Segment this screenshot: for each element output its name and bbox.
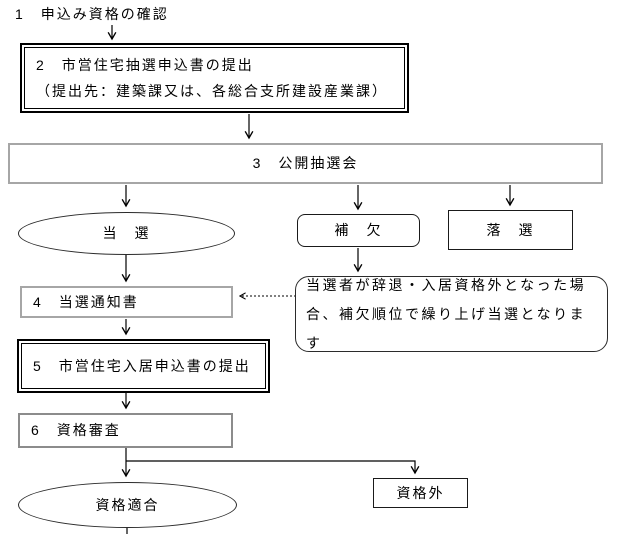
step3-label: 3 公開抽選会 — [252, 155, 359, 172]
result-unqualified-box: 資格外 — [373, 478, 468, 508]
step2-box: 2 市営住宅抽選申込書の提出 （提出先：建築課又は、各総合支所建設産業課） — [20, 43, 409, 113]
outcome-win-ellipse: 当 選 — [18, 212, 235, 255]
step4-label: 4 当選通知書 — [33, 293, 139, 310]
outcome-lose-label: 落 選 — [486, 221, 535, 238]
step6-label: 6 資格審査 — [31, 422, 121, 439]
step3-box: 3 公開抽選会 — [8, 143, 603, 184]
step4-box: 4 当選通知書 — [20, 286, 233, 318]
outcome-win-label: 当 選 — [102, 225, 151, 242]
step5-box: 5 市営住宅入居申込書の提出 — [17, 339, 270, 393]
step2-line1: 2 市営住宅抽選申込書の提出 — [36, 57, 254, 73]
outcome-lose-box: 落 選 — [448, 210, 573, 250]
outcome-waitlist-box: 補 欠 — [297, 214, 420, 247]
step6-box: 6 資格審査 — [18, 413, 233, 448]
outcome-waitlist-label: 補 欠 — [334, 222, 383, 239]
step1-label: 1 申込み資格の確認 — [15, 6, 169, 22]
step2-line2: （提出先：建築課又は、各総合支所建設産業課） — [36, 83, 388, 99]
waitlist-note-line2: 合、補欠順位で繰り上げ当選となります — [306, 305, 587, 351]
result-qualified-ellipse: 資格適合 — [18, 482, 237, 528]
waitlist-note-box: 当選者が辞退・入居資格外となった場 合、補欠順位で繰り上げ当選となります — [295, 276, 608, 352]
step5-label: 5 市営住宅入居申込書の提出 — [33, 357, 251, 374]
waitlist-note-line1: 当選者が辞退・入居資格外となった場 — [306, 276, 587, 293]
result-qualified-label: 資格適合 — [95, 496, 160, 513]
result-unqualified-label: 資格外 — [396, 484, 445, 501]
